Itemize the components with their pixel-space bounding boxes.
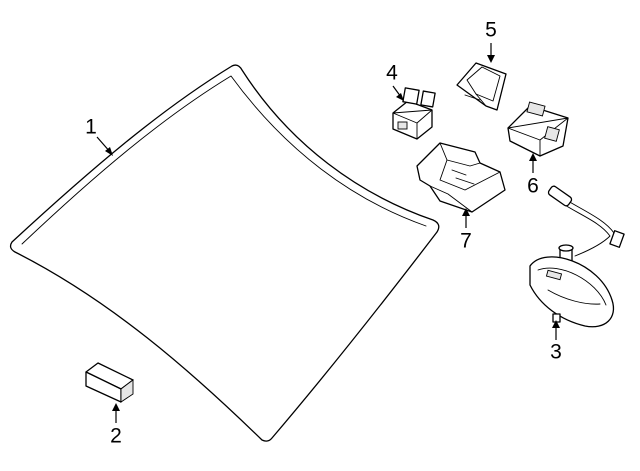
callout-number-2: 2 bbox=[110, 425, 122, 448]
mounting-bracket-part[interactable] bbox=[416, 142, 506, 213]
camera-housing-part[interactable] bbox=[507, 101, 569, 157]
rear-view-mirror-part[interactable] bbox=[529, 185, 625, 328]
sensor-module-part[interactable] bbox=[392, 87, 436, 140]
camera-bracket-part[interactable] bbox=[456, 62, 507, 111]
callout-number-5: 5 bbox=[485, 19, 497, 42]
callout-number-6: 6 bbox=[527, 175, 539, 198]
callout-number-3: 3 bbox=[550, 341, 562, 364]
callout-6: 6 bbox=[527, 153, 539, 198]
callout-3: 3 bbox=[550, 320, 562, 364]
adhesive-block-part[interactable] bbox=[85, 362, 134, 403]
callout-1: 1 bbox=[85, 116, 113, 156]
callout-number-4: 4 bbox=[386, 62, 398, 85]
callout-7: 7 bbox=[460, 208, 472, 253]
callout-number-1: 1 bbox=[85, 116, 97, 139]
callout-4: 4 bbox=[386, 62, 404, 101]
windshield-part[interactable] bbox=[9, 64, 440, 442]
callout-number-7: 7 bbox=[460, 230, 472, 253]
callout-2: 2 bbox=[110, 403, 122, 448]
callout-5: 5 bbox=[485, 19, 497, 63]
